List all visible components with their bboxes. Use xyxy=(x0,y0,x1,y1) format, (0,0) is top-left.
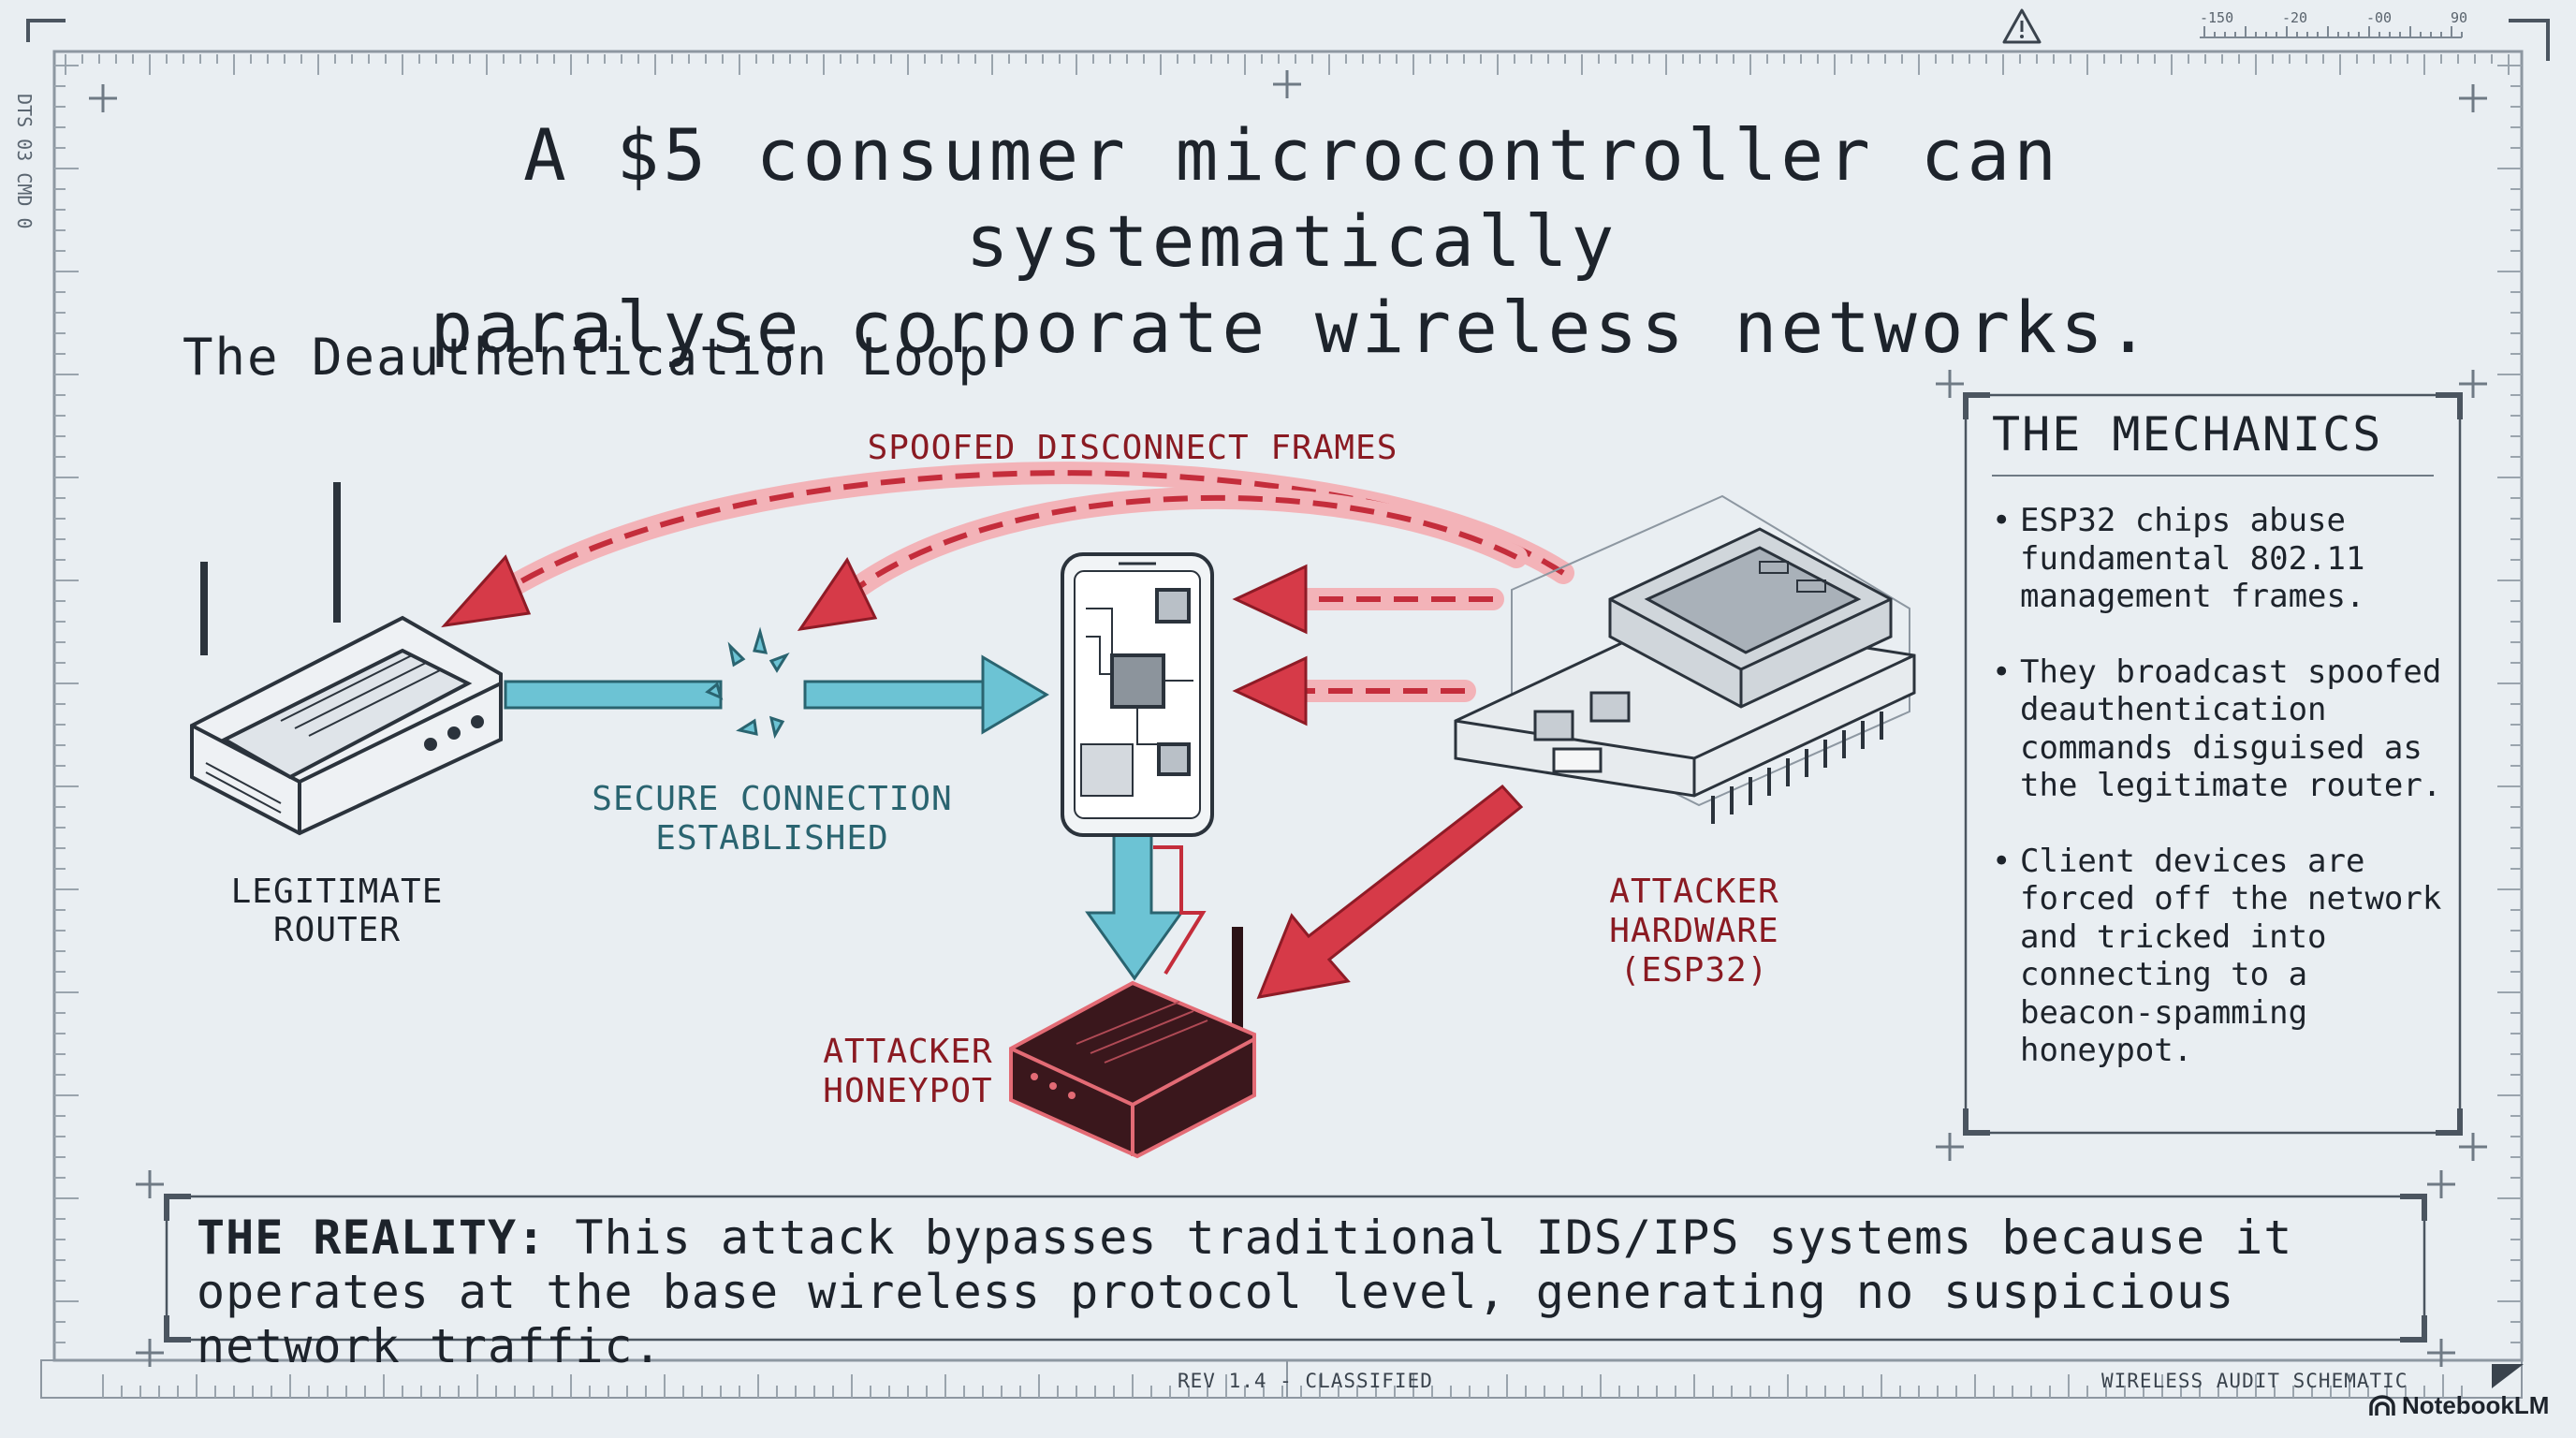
spoofed-frames-arrow-to-connection xyxy=(797,486,1528,631)
notebooklm-text: NotebookLM xyxy=(2402,1391,2550,1419)
notebooklm-logo-icon xyxy=(2369,1394,2395,1416)
honeypot-label: ATTACKER HONEYPOT xyxy=(796,1033,1020,1111)
secure-connection-label-line-2: ESTABLISHED xyxy=(655,819,889,858)
mechanics-item: ESP32 chips abuse fundamental 802.11 man… xyxy=(1992,502,2460,616)
honeypot-label-line-2: HONEYPOT xyxy=(823,1072,993,1110)
reality-statement: THE REALITY: This attack bypasses tradit… xyxy=(197,1211,2387,1373)
spoofed-frames-arrow-to-phone-lower xyxy=(1232,655,1476,726)
secure-connection-label-line-1: SECURE CONNECTION xyxy=(592,780,953,818)
mechanics-item: Client devices are forced off the networ… xyxy=(1992,843,2460,1070)
diagram-subtitle: The Deauthentication Loop xyxy=(183,328,990,387)
page-headline: A $5 consumer microcontroller can system… xyxy=(187,112,2396,371)
secure-connection-arrow xyxy=(504,626,1049,740)
footer-schematic: WIRELESS AUDIT SCHEMATIC xyxy=(2101,1370,2408,1392)
spoofed-frames-arrow-to-phone-upper xyxy=(1232,564,1504,635)
corner-fold-icon xyxy=(2492,1364,2524,1388)
scale-label: -150 xyxy=(2200,9,2234,26)
router-label: LEGITIMATE ROUTER xyxy=(230,873,444,949)
reality-text: This attack bypasses traditional IDS/IPS… xyxy=(197,1211,2293,1373)
headline-line-2: paralyse corporate wireless networks. xyxy=(430,286,2154,369)
attacker-hardware-label-line-2: (ESP32) xyxy=(1619,951,1769,990)
notebooklm-badge: NotebookLM xyxy=(2368,1391,2549,1420)
honeypot-router-icon xyxy=(1009,927,1256,1159)
attacker-hardware-label-line-1: ATTACKER HARDWARE xyxy=(1609,873,1779,950)
esp32-board-icon xyxy=(1454,494,1916,824)
attack-arrow-to-honeypot xyxy=(1256,784,1524,999)
scale-label: 90 xyxy=(2451,9,2468,26)
attacker-hardware-label: ATTACKER HARDWARE (ESP32) xyxy=(1516,873,1872,990)
mechanics-title: THE MECHANICS xyxy=(1992,407,2383,462)
mechanics-list: ESP32 chips abuse fundamental 802.11 man… xyxy=(1992,502,2460,1108)
smartphone-icon xyxy=(1061,552,1214,837)
spoofed-frames-label: SPOOFED DISCONNECT FRAMES xyxy=(867,429,1398,467)
router-icon xyxy=(190,482,503,836)
honeypot-label-line-1: ATTACKER xyxy=(823,1033,993,1071)
secure-connection-label: SECURE CONNECTION ESTABLISHED xyxy=(580,780,964,858)
scale-label: -20 xyxy=(2282,9,2308,26)
warning-icon xyxy=(2002,8,2042,44)
scale-label: -00 xyxy=(2366,9,2393,26)
headline-line-1: A $5 consumer microcontroller can system… xyxy=(523,113,2060,283)
footer-revision: REV 1.4 - CLASSIFIED xyxy=(1178,1370,1433,1392)
reality-label: THE REALITY: xyxy=(197,1211,547,1265)
mechanics-item: They broadcast spoofed deauthentication … xyxy=(1992,653,2460,805)
redirect-arrow-teal xyxy=(1085,831,1207,981)
